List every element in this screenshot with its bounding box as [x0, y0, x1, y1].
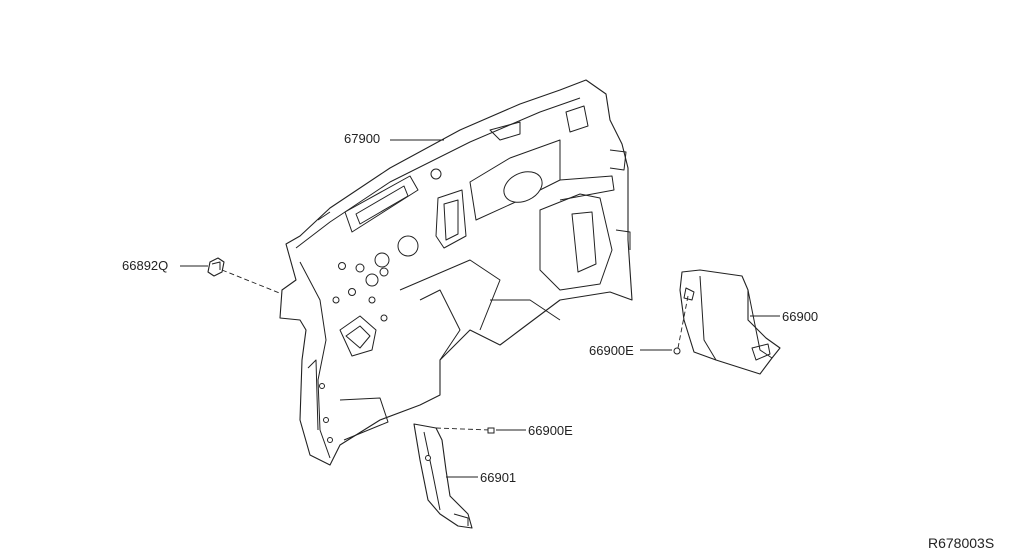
- callout-67900: 67900: [344, 131, 380, 146]
- callout-66892q: 66892Q: [122, 258, 168, 273]
- finisher-66901-part: [413, 423, 491, 529]
- reference-code: R678003S: [928, 535, 994, 551]
- clip-66900e-right-part: [673, 347, 681, 355]
- finisher-66900-part: [677, 269, 781, 375]
- callout-66901: 66901: [480, 470, 516, 485]
- callout-66900e-left: 66900E: [528, 423, 573, 438]
- clip-66900e-left-part: [487, 427, 495, 434]
- callout-66900: 66900: [782, 309, 818, 324]
- dash-insulator-part: [279, 79, 633, 466]
- callout-66900e-right: 66900E: [589, 343, 634, 358]
- clip-66892q-part: [207, 257, 283, 295]
- leader-lines: [180, 139, 780, 478]
